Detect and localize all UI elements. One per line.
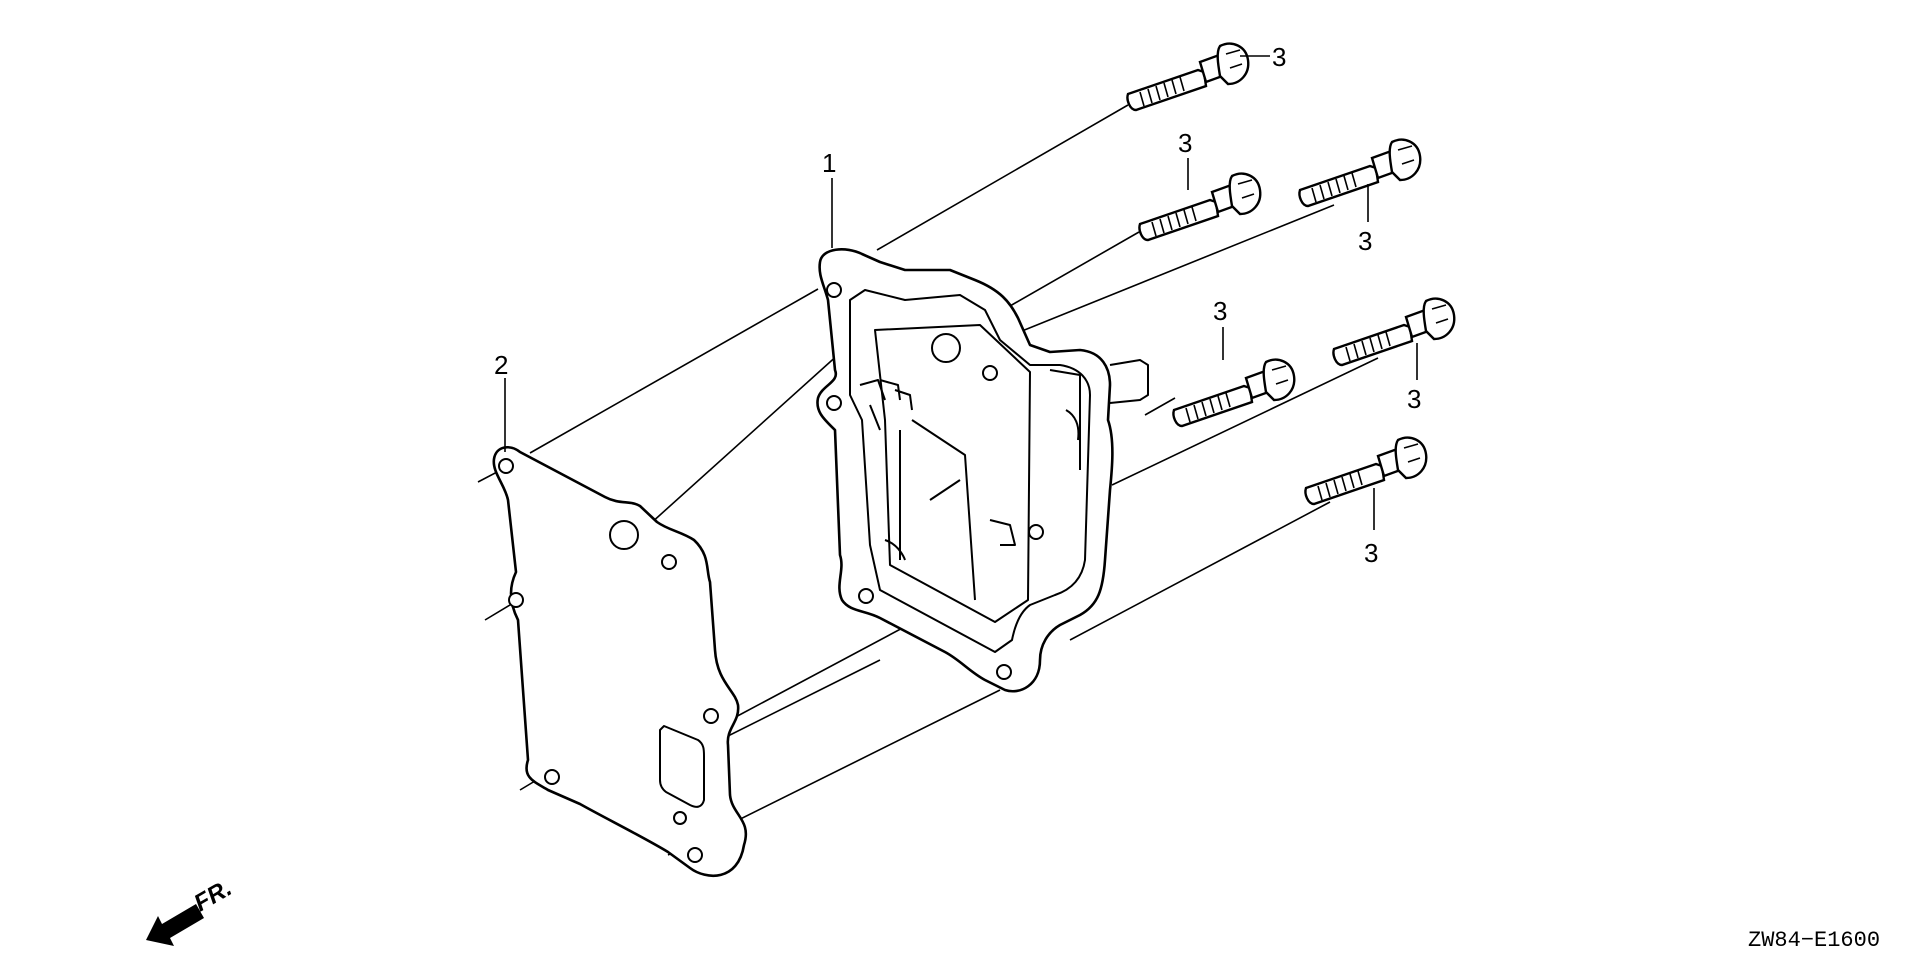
bolt-center	[1172, 358, 1296, 428]
bolt-upper-right	[1298, 138, 1422, 208]
bolt-right	[1332, 297, 1456, 367]
callout-head-cover: 1	[822, 148, 836, 178]
leader-lines	[504, 55, 1418, 530]
callout-bolt-top: 3	[1272, 42, 1286, 72]
gasket	[492, 445, 747, 878]
front-arrow-icon	[146, 904, 204, 946]
front-direction-indicator: FR.	[146, 874, 236, 946]
callout-bolt-upper-right: 3	[1358, 226, 1372, 256]
drawing-code: ZW84−E1600	[1748, 928, 1880, 953]
bolt-upper-mid	[1138, 172, 1262, 242]
callout-bolt-upper-mid: 3	[1178, 128, 1192, 158]
bolt-bottom	[1304, 436, 1428, 506]
head-cover	[816, 248, 1149, 693]
bolt-top	[1126, 42, 1250, 112]
callout-bolt-center: 3	[1213, 296, 1227, 326]
callout-bolt-bottom: 3	[1364, 538, 1378, 568]
callout-gasket: 2	[494, 350, 508, 380]
callout-bolt-right: 3	[1407, 384, 1421, 414]
